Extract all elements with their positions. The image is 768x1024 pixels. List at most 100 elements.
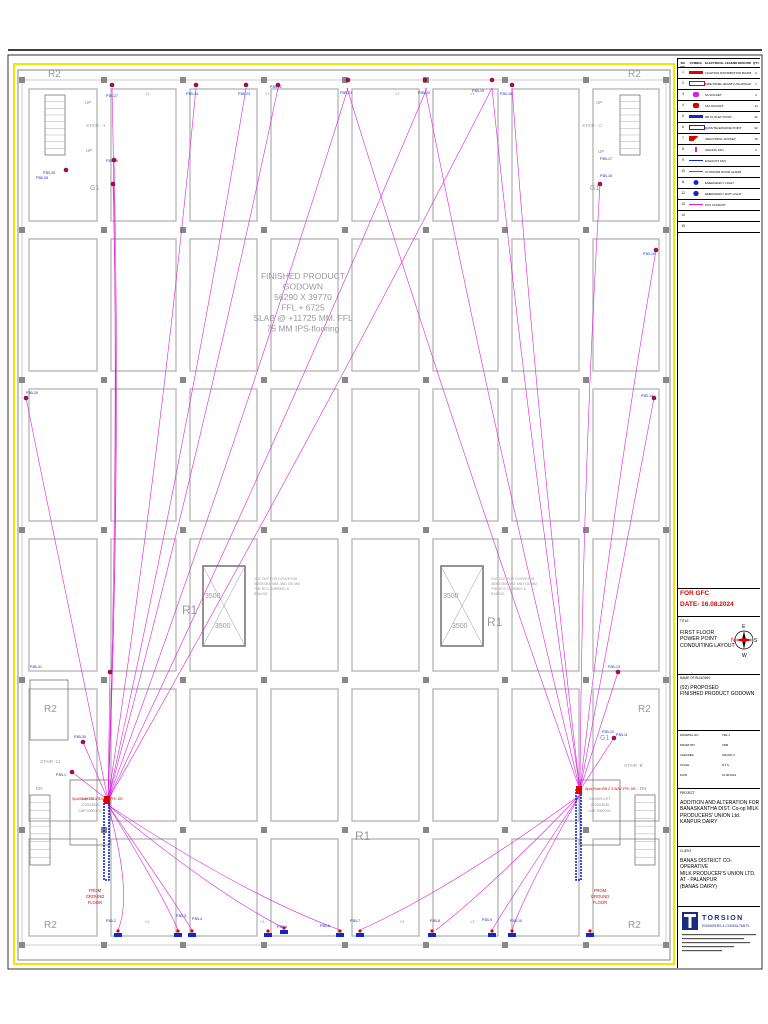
socket-point [358,929,362,933]
socket-point [69,769,75,775]
column-post [180,77,186,83]
blue-diamond2-icon [689,191,703,196]
up-label: UP [86,148,92,153]
bay-outline [592,538,660,672]
legend-rule [678,133,760,134]
socket-point [109,82,115,88]
bay-outline [110,388,177,522]
socket-point [422,77,428,83]
bay-outline [110,88,177,222]
column-post [663,527,669,533]
point-label: P3B-23 [238,92,250,96]
conduit-line [107,804,179,931]
grid-label: V1 [260,919,266,924]
socket-point [110,181,116,187]
lift-label: CAP 2000 KG. [588,809,612,813]
column-post [583,377,589,383]
stair-label: STAIR -B [624,763,643,768]
column-post [583,227,589,233]
bay-outline [432,688,499,822]
bay-outline [189,538,258,672]
legend-item-desc: OUTDOOR DOOR ALARM [705,169,742,174]
legend-item-number: 15 [681,224,685,228]
column-post [261,77,267,83]
column-post [342,227,348,233]
bay-outline [189,688,258,822]
conduit-line [107,804,124,931]
bay-outline [432,538,499,672]
floor-outlet [174,933,182,937]
socket-point [111,157,117,163]
column-post [583,527,589,533]
conduit-line [511,794,581,931]
legend-item-qty: 16 [754,136,758,141]
bay-outline [592,688,660,822]
bay-outline [270,238,339,372]
lift-label: GOODS LIFT [589,797,612,801]
point-label: P3B-19 [472,89,484,93]
legend-item-desc: DB OUTLET POINT [705,114,732,119]
point-label: P3B-20 [418,91,430,95]
socket-point [107,669,113,675]
bay-outline [28,688,98,822]
point-label: P3B-13 [608,665,620,669]
conduit-line [107,87,279,801]
column-post [180,942,186,948]
legend-item-qty: 30 [754,114,758,119]
compass-letter: E [742,624,746,630]
grid-label: V1 [400,919,406,924]
point-label: P3B-11 [616,733,628,737]
conduit-line [107,183,117,801]
bay-outline [351,88,420,222]
column-post [663,227,669,233]
bay-outline [511,238,580,372]
green-line-icon [689,169,703,174]
zone-label-r1: R1 [355,829,371,843]
conduit-line [579,397,655,791]
socket-point [266,929,270,933]
legend-rule [678,89,760,90]
conduit-line [435,794,581,931]
point-label: P3B-29 [26,391,38,395]
legend-rule [678,232,760,233]
socket-point [282,926,286,930]
legend-item-number: 3 [682,92,684,96]
floor-outlet [586,933,594,937]
conveyor-note: RAILING [254,592,268,596]
bay-outline [270,388,339,522]
from-ground-note: FROM [594,888,607,893]
column-post [19,942,25,948]
zone-label-g1: G1 [600,735,609,742]
conduit-line [107,804,341,931]
column-post [19,227,25,233]
gfc-stamp: FOR GFC [680,590,710,597]
bay-outline [28,238,98,372]
torsion-logo: TORSION ENGINEERS & CONSULTANTS [682,912,756,952]
conduit-line [511,87,581,791]
conveyor-note: RAILING [491,592,505,596]
column-post [180,527,186,533]
column-post [19,527,25,533]
conduit-line [107,671,111,801]
conduit-line [107,87,349,801]
bay-outline [189,88,258,222]
conveyor-note: 3500X3500 MM. AND 150 MM [491,582,537,586]
column-post [261,377,267,383]
column-post [502,677,508,683]
legend-rule [678,100,760,101]
point-label: P3B-6 [320,924,330,928]
stair-label: STAIR - 1 [86,123,106,128]
legend-header-qty: QTY [753,61,760,65]
cutout-diagonal [202,565,246,647]
point-label: P3B-17 [600,157,612,161]
info-value: TEK-1 [722,733,730,737]
floor-outlet [356,933,364,937]
bay-outline [270,88,339,222]
blue-diamond-icon [689,180,703,185]
info-key: DRAWN BY [680,743,695,747]
column-post [342,677,348,683]
info-value: N.T.S [722,763,729,767]
stair-label: STAIR -11 [40,759,61,764]
